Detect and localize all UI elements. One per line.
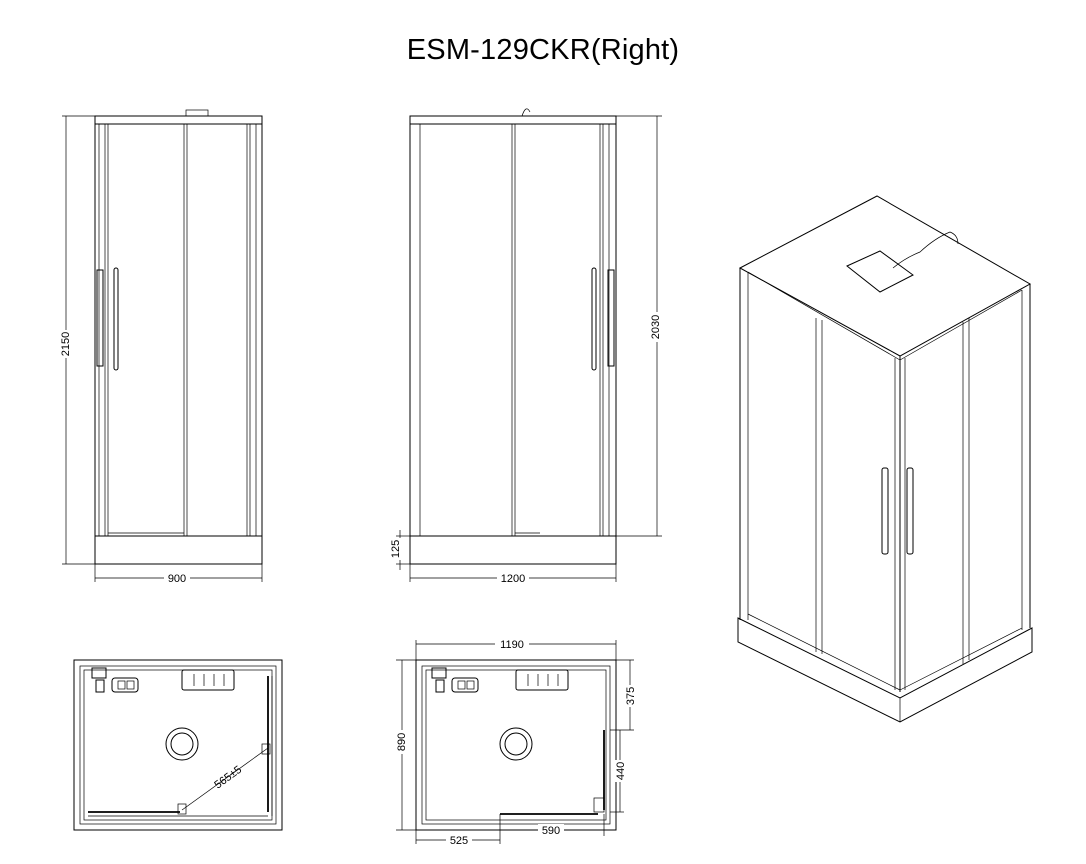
front-width-label: 900 bbox=[168, 573, 186, 585]
plan-right bbox=[396, 640, 634, 844]
page-title: ESM-129CKR(Right) bbox=[406, 34, 680, 66]
plan-right-bottom-left-label: 525 bbox=[450, 835, 468, 847]
plan-right-opening-label: 440 bbox=[615, 762, 627, 780]
isometric-view bbox=[737, 195, 1033, 723]
tray-height-label: 125 bbox=[390, 540, 402, 558]
plan-right-width-label: 1190 bbox=[500, 639, 524, 651]
plan-left bbox=[73, 659, 283, 831]
side-width-label: 1200 bbox=[501, 573, 525, 585]
side-height-label: 2030 bbox=[650, 315, 662, 339]
side-view bbox=[396, 108, 662, 582]
plan-right-bottom-right-label: 590 bbox=[542, 825, 560, 837]
front-height-label: 2150 bbox=[60, 332, 72, 356]
front-view bbox=[62, 109, 263, 582]
plan-right-depth-label: 890 bbox=[396, 733, 408, 751]
plan-right-offset-label: 375 bbox=[625, 687, 637, 705]
